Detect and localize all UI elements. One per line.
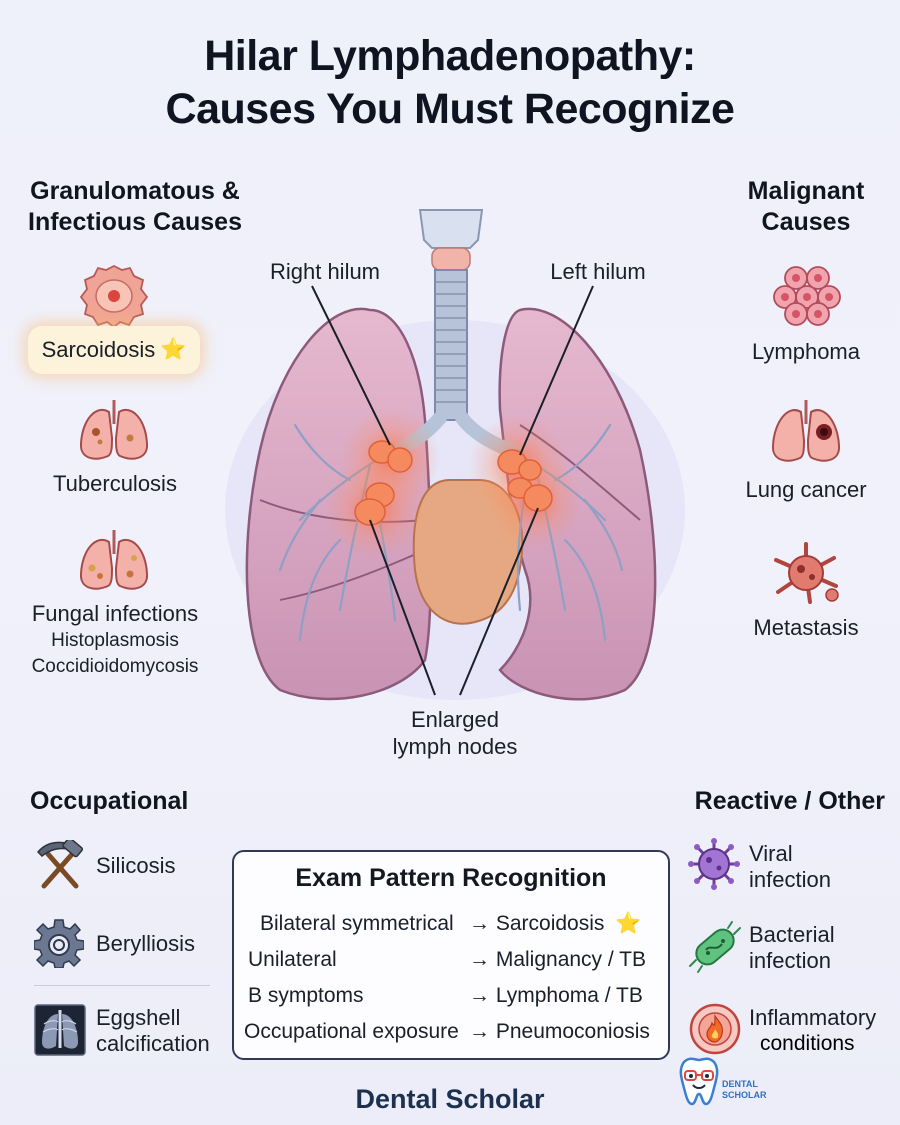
cell-cluster-icon [773,266,841,326]
malignant-heading-line-1: Malignant [747,177,865,205]
reactive-heading: Reactive / Other [694,787,885,815]
lung-cancer-label: Lung cancer [745,477,867,502]
virus-icon [688,838,740,890]
lungs-tumor-icon [771,400,841,462]
logo-text: DENTAL SCHOLAR [722,1079,767,1100]
left-hilum-label: Left hilum [550,259,646,284]
sarcoidosis-label: Sarcoidosis [41,337,156,362]
tooth-mascot-logo [679,1057,719,1106]
exam-pattern-box: Exam Pattern Recognition Bilateral symme… [232,850,670,1060]
histoplasmosis-label: Histoplasmosis [51,630,179,651]
berylliosis-label: Berylliosis [96,931,196,956]
lymphoma-label: Lymphoma [751,339,860,364]
exam-row-1-result: → Sarcoidosis [469,912,605,935]
lungs-diagram [225,209,685,701]
granuloma-cell-icon [79,264,149,328]
lungs-spots-icon [79,530,149,590]
exam-row-2-left: Unilateral [248,948,337,971]
eggshell-label-line-1: Eggshell [96,1005,181,1030]
sarcoidosis-highlight: Sarcoidosis ⭐ [28,326,200,374]
brand-footer: Dental Scholar [355,1084,545,1114]
page-title-line-1: Hilar Lymphadenopathy: [204,32,696,80]
exam-row-1-left: Bilateral symmetrical [260,912,454,935]
bacterial-label-line-1: Bacterial [749,922,835,947]
flame-icon [689,1003,741,1055]
eggshell-label-line-2: calcification [96,1031,210,1056]
enlarged-nodes-label-line-2: lymph nodes [392,734,518,759]
metastasis-label: Metastasis [753,615,859,640]
fungal-infections-label: Fungal infections [31,601,199,626]
star-icon: ⭐ [160,338,187,361]
star-icon: ⭐ [615,912,642,935]
exam-row-2-right: → Malignancy / TB [469,948,647,971]
viral-label-line-2: infection [749,867,831,892]
occupational-divider [34,985,210,986]
gear-icon [34,919,84,968]
coccidioidomycosis-label: Coccidioidomycosis [31,656,199,677]
enlarged-nodes-label-line-1: Enlarged [410,707,500,732]
exam-pattern-title: Exam Pattern Recognition [295,864,607,892]
granulomatous-heading-line-1: Granulomatous & [30,177,240,205]
pickaxe-hammer-icon [36,840,84,889]
exam-row-4-right: → Pneumoconiosis [469,1020,650,1043]
bacterium-icon [689,921,741,973]
exam-row-3-left: B symptoms [248,984,364,1007]
page-title-line-2: Causes You Must Recognize [165,85,735,133]
occupational-heading: Occupational [30,787,189,815]
exam-row-1-right: → Sarcoidosis ⭐ [469,911,641,937]
silicosis-label: Silicosis [96,853,176,878]
malignant-heading-line-2: Causes [761,208,851,236]
tuberculosis-label: Tuberculosis [53,471,177,496]
right-hilum-label: Right hilum [269,259,381,284]
exam-row-4-left: Occupational exposure [244,1020,459,1043]
lungs-lesions-icon [79,400,149,460]
chest-xray-icon [34,1004,86,1056]
bacterial-label-line-2: infection [749,948,831,973]
granulomatous-heading-line-2: Infectious Causes [28,208,242,236]
inflammatory-label-line-1: Inflammatory [749,1005,877,1030]
viral-label-line-1: Viral [749,841,793,866]
inflammatory-label-line-2: conditions [760,1032,855,1055]
exam-row-3-right: → Lymphoma / TB [469,984,643,1007]
metastatic-cell-icon [774,542,839,604]
